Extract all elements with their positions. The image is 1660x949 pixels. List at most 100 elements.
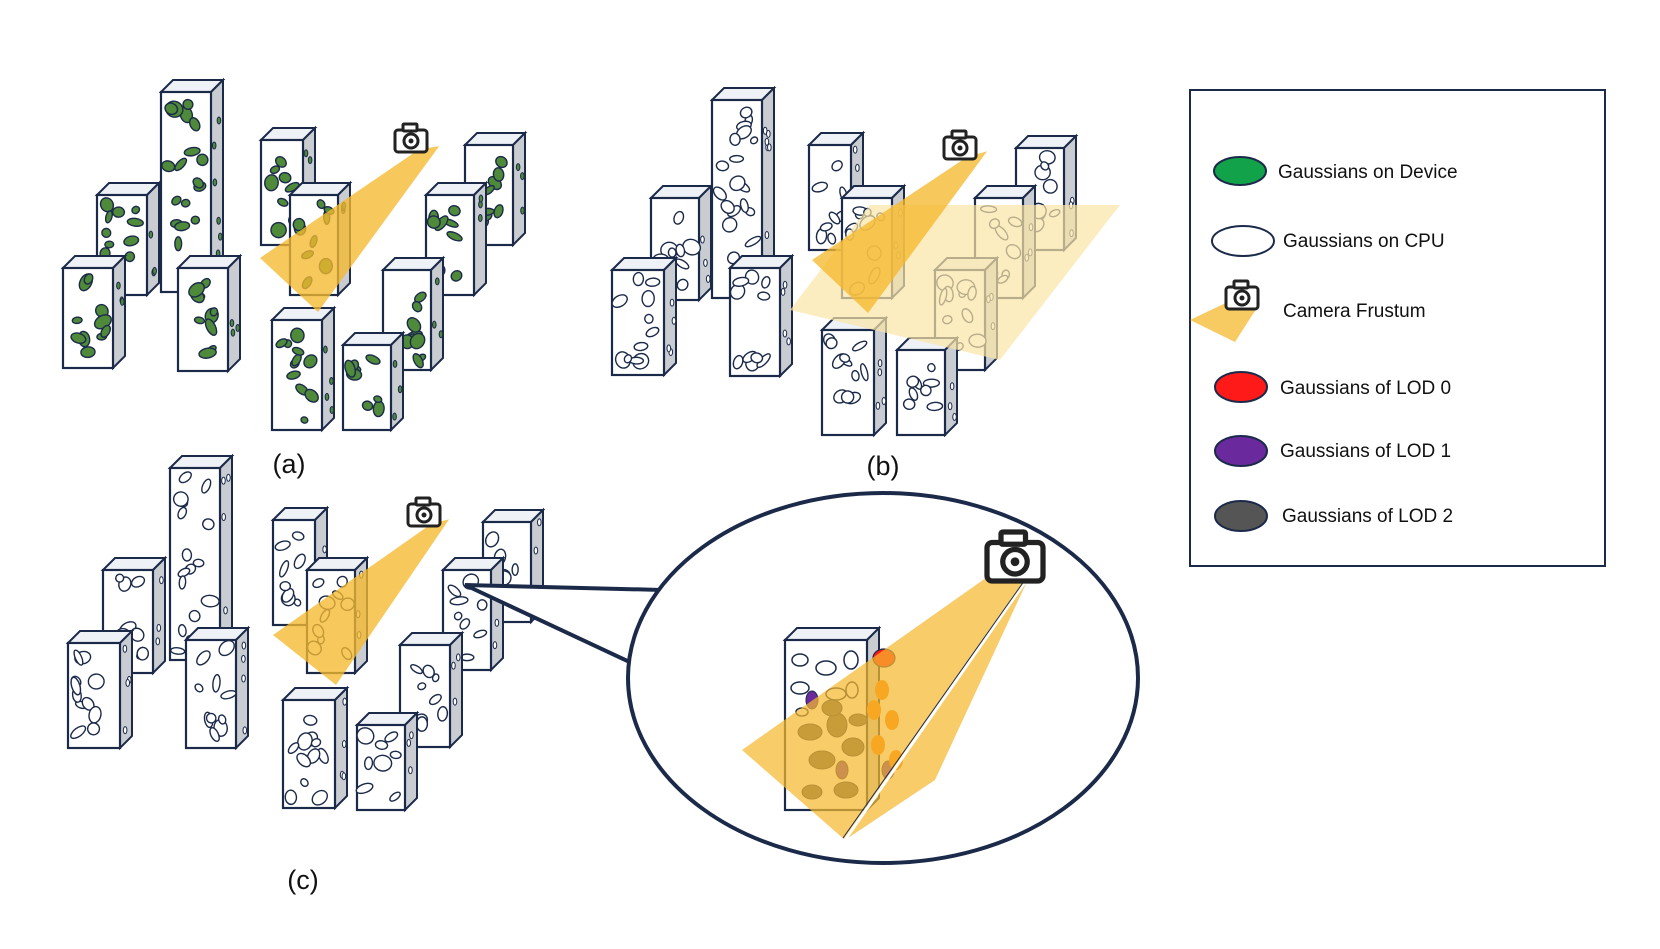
gaussian <box>341 772 347 781</box>
gaussian <box>100 324 112 338</box>
gaussian <box>342 697 348 706</box>
gaussian <box>384 731 399 743</box>
legend-label-lod2: Gaussians of LOD 2 <box>1282 506 1453 527</box>
gaussian <box>182 98 194 110</box>
gaussian <box>324 392 330 401</box>
gaussian <box>952 412 957 421</box>
building <box>175 253 243 374</box>
gaussian <box>644 277 661 287</box>
gaussian <box>720 199 735 214</box>
gaussian <box>473 629 488 639</box>
building <box>354 710 420 813</box>
gaussian <box>202 518 215 531</box>
frustum-volume <box>273 518 450 685</box>
gaussian <box>750 352 764 364</box>
gaussian <box>279 580 292 592</box>
gaussian <box>766 129 771 138</box>
gaussian <box>877 368 883 377</box>
gaussian <box>177 567 191 578</box>
gaussian <box>104 240 115 249</box>
gaussian <box>307 156 313 165</box>
gaussian <box>217 232 223 241</box>
gaussian <box>73 649 84 666</box>
gaussian <box>782 329 788 338</box>
gaussian <box>281 587 295 603</box>
gaussian <box>438 330 444 339</box>
gaussian <box>373 395 383 404</box>
gaussian <box>226 473 231 482</box>
gaussian <box>80 346 96 359</box>
gaussian <box>329 376 334 385</box>
gaussian <box>492 641 498 650</box>
legend-swatch-lod2 <box>1214 500 1268 532</box>
gaussian <box>729 175 746 192</box>
gaussian <box>70 725 87 740</box>
gaussian <box>316 199 326 210</box>
gaussian <box>667 247 677 258</box>
gaussian <box>415 716 429 732</box>
gaussian <box>392 359 398 368</box>
gaussian <box>286 370 301 380</box>
gaussian <box>852 145 858 154</box>
gaussian <box>851 369 860 382</box>
gaussian <box>700 235 705 244</box>
gaussian <box>303 149 309 158</box>
gaussian <box>947 402 953 411</box>
gaussian <box>287 742 300 755</box>
gaussian <box>757 291 771 301</box>
gaussian <box>292 217 306 232</box>
gaussian <box>322 545 327 554</box>
gaussian <box>839 353 851 363</box>
gaussian <box>148 230 154 239</box>
gaussian <box>269 165 281 175</box>
gaussian <box>341 740 347 749</box>
gaussian <box>397 385 403 394</box>
gaussian <box>494 618 500 627</box>
gaussian <box>363 756 374 771</box>
gaussian-cpu <box>815 660 837 676</box>
gaussian <box>666 344 672 353</box>
gaussian <box>537 518 542 527</box>
camera-frustum <box>260 122 441 312</box>
gaussian <box>204 318 218 336</box>
gaussian <box>641 289 655 308</box>
gaussian <box>453 611 463 621</box>
camera-frustum <box>273 496 451 685</box>
building <box>423 180 489 298</box>
gaussian <box>406 317 422 333</box>
gaussian <box>194 683 204 693</box>
gaussian <box>926 401 944 412</box>
gaussian <box>732 276 750 287</box>
gaussian <box>164 102 179 116</box>
gaussian <box>178 575 187 590</box>
legend-label-device: Gaussians on Device <box>1278 162 1458 183</box>
gaussian <box>216 116 222 125</box>
panel-a-label: (a) <box>273 449 306 479</box>
gaussian <box>859 363 869 382</box>
gaussian <box>241 641 247 650</box>
gaussian <box>304 388 319 403</box>
gaussian <box>209 727 220 743</box>
gaussian <box>749 136 759 145</box>
legend-label-lod1: Gaussians of LOD 1 <box>1280 441 1451 462</box>
gaussian <box>676 278 689 291</box>
building <box>894 335 960 438</box>
gaussian <box>484 531 500 548</box>
gaussian <box>310 738 322 748</box>
building <box>60 253 128 371</box>
gaussian <box>70 676 82 696</box>
gaussian <box>235 323 241 332</box>
camera-icon <box>942 129 978 161</box>
gaussian <box>495 155 508 169</box>
gaussian <box>290 327 305 344</box>
gaussian <box>671 316 677 325</box>
gaussian <box>855 163 860 172</box>
gaussian <box>373 754 393 772</box>
gaussian <box>71 316 83 325</box>
gaussian <box>417 682 427 691</box>
gaussian <box>303 714 318 726</box>
gaussian <box>88 705 102 724</box>
gaussian <box>478 194 484 203</box>
gaussian <box>412 353 424 369</box>
gaussian <box>764 137 770 146</box>
